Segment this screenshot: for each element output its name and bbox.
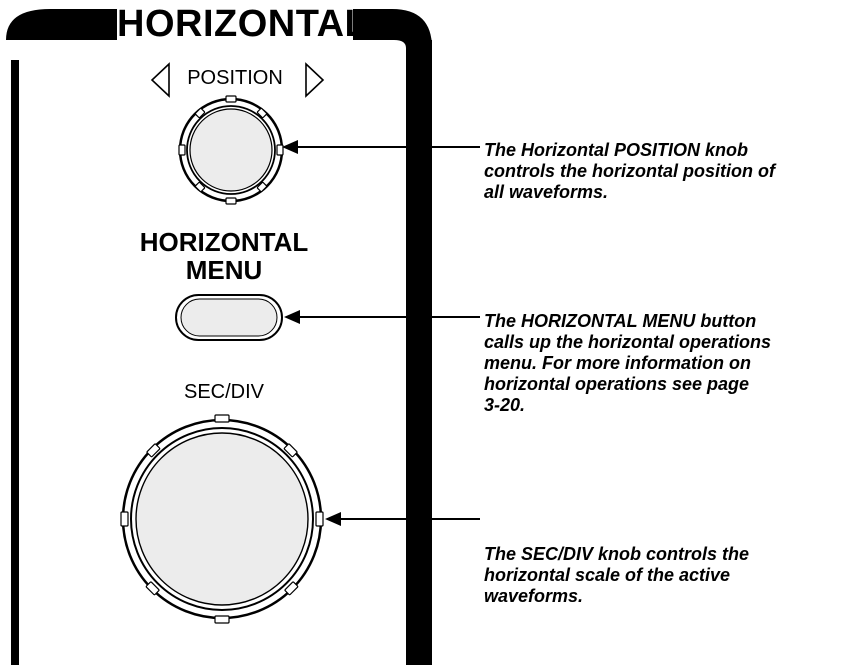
arrow-right-icon [305,62,325,98]
horizontal-menu-label: HORIZONTAL MENU [118,228,330,284]
leader-position [282,140,480,154]
position-label: POSITION [187,67,283,89]
horizontal-menu-label-line-2: MENU [185,255,263,285]
leader-secdiv [325,512,480,526]
callout-position: The Horizontal POSITION knob controls th… [484,140,834,203]
callout-position-line: controls the horizontal position of [484,161,775,181]
callout-menu-line: menu. For more information on [484,353,752,373]
panel-frame-right [406,40,432,665]
callout-secdiv-line: horizontal scale of the active [484,565,731,585]
callout-menu-line: 3-20. [484,395,526,415]
position-knob[interactable] [178,95,284,205]
horizontal-menu-label-line-1: HORIZONTAL [139,227,309,257]
callout-secdiv: The SEC/DIV knob controls the horizontal… [484,544,834,607]
callout-secdiv-line: The SEC/DIV knob controls the [484,544,750,564]
callout-menu-line: horizontal operations see page [484,374,750,394]
panel-title: HORIZONTAL [117,3,369,45]
callout-menu: The HORIZONTAL MENU button calls up the … [484,311,834,416]
callout-secdiv-line: waveforms. [484,586,584,606]
horizontal-menu-button[interactable] [175,294,283,341]
callout-position-line: The Horizontal POSITION knob [484,140,749,160]
callout-menu-line: calls up the horizontal operations [484,332,772,352]
secdiv-label: SEC/DIV [183,381,265,403]
callout-menu-line: The HORIZONTAL MENU button [484,311,757,331]
callout-position-line: all waveforms. [484,182,609,202]
arrow-left-icon [150,62,170,98]
leader-menu [284,310,480,324]
secdiv-knob[interactable] [120,414,324,624]
panel-frame-left [11,60,19,665]
